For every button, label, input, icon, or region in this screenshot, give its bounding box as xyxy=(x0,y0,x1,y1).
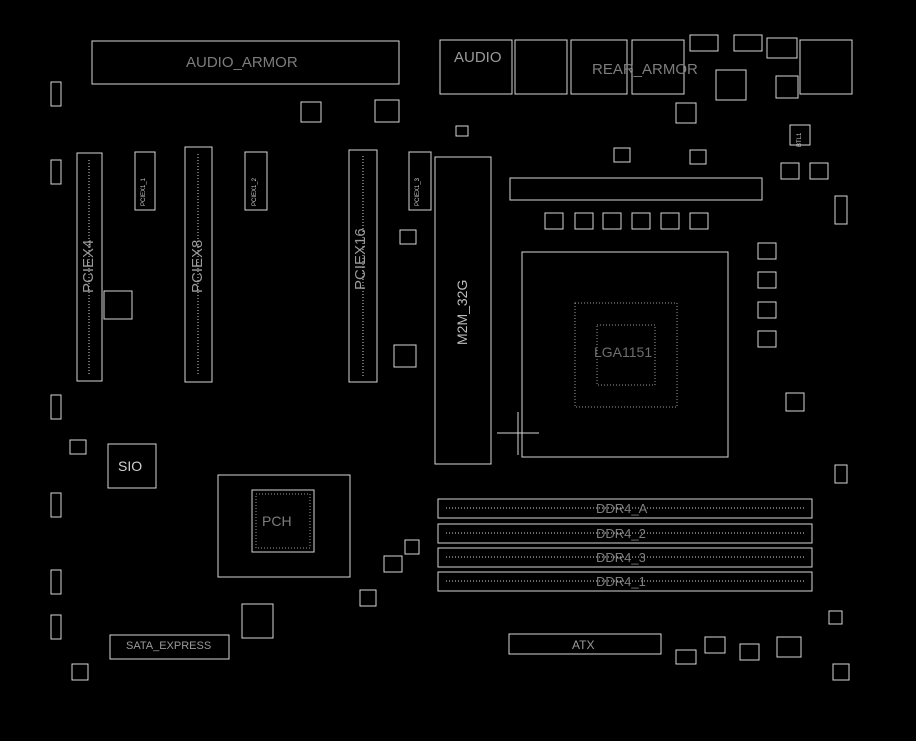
ddr4-1-slot xyxy=(437,571,813,592)
pciex1-2-slot xyxy=(244,151,268,211)
top-io-shield-area xyxy=(91,40,400,85)
ddr4-3-slot xyxy=(437,547,813,568)
pciex1-3-label: PCIEX1_3 xyxy=(415,177,421,206)
sata-express-connector xyxy=(109,634,230,660)
pch-outline xyxy=(217,474,351,578)
atx-label: ATX xyxy=(572,638,595,652)
pciex1-1-slot xyxy=(134,151,156,211)
pciex8-slot xyxy=(184,146,213,383)
pciex4-label: PCIEX4 xyxy=(80,239,97,293)
rear-armor-label: REAR_ARMOR xyxy=(592,61,698,78)
bt1-label: BTL1 xyxy=(797,132,803,147)
atx-connector xyxy=(508,633,662,655)
ddr4-3-label: DDR4_3 xyxy=(596,550,646,565)
audio-label: AUDIO xyxy=(454,49,502,66)
cpu-socket xyxy=(521,251,729,458)
ddr4-2-label: DDR4_2 xyxy=(596,526,646,541)
ddr4-a-slot xyxy=(437,498,813,519)
pciex1-2-label: PCIEX1_2 xyxy=(252,177,258,206)
ddr4-1-label: DDR4_1 xyxy=(596,574,646,589)
pch-label: PCH xyxy=(262,513,292,529)
sata-express-label: SATA_EXPRESS xyxy=(126,640,212,652)
m2-slot xyxy=(434,156,492,465)
sio-label: SIO xyxy=(118,458,143,474)
cpu-label: LGA1151 xyxy=(594,344,653,360)
pciex4-slot xyxy=(76,152,103,382)
audio-armor-label: AUDIO_ARMOR xyxy=(186,54,298,71)
pciex1-3-slot xyxy=(408,151,432,211)
m2m-label: M2M_32G xyxy=(454,279,470,345)
pciex1-1-label: PCIEX1_1 xyxy=(141,177,147,206)
sio-chip xyxy=(107,443,157,489)
pciex16-slot xyxy=(348,149,378,383)
pciex8-label: PCIEX8 xyxy=(189,239,206,293)
pciex16-label: PCIEX16 xyxy=(352,228,369,290)
ddr4-2-slot xyxy=(437,523,813,544)
ddr4-a-label: DDR4_A xyxy=(596,501,648,516)
audio-connector xyxy=(439,39,513,95)
